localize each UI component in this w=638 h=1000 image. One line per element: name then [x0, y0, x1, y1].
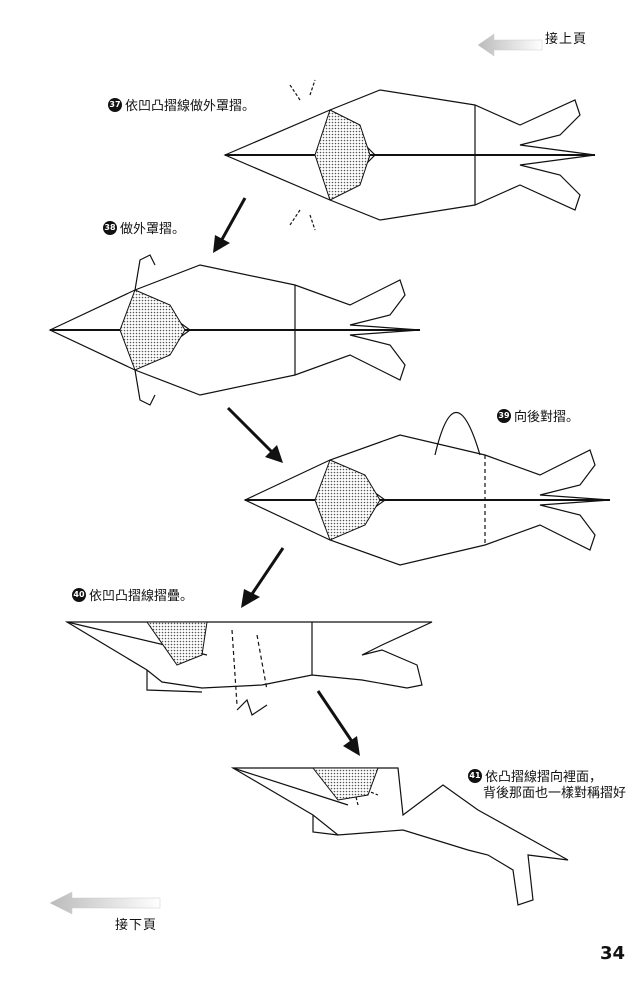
page-number: 34	[600, 943, 626, 964]
step-number: 38	[103, 220, 117, 235]
next-page-arrow-icon	[477, 33, 543, 57]
step-number: 41	[468, 768, 482, 783]
figure-step-38	[48, 254, 421, 406]
step-37: 37 依凹凸摺線做外罩摺。	[108, 95, 255, 114]
step-text: 向後對摺。	[514, 410, 580, 425]
step-41-line2: 背後那面也一樣對稱摺好	[483, 786, 627, 801]
step-41: 41 依凸摺線摺向裡面，	[468, 766, 602, 785]
figure-step-40	[64, 621, 433, 716]
step-40: 40 依凹凸摺線摺疊。	[72, 585, 193, 604]
figure-step-39	[243, 411, 611, 566]
figure-step-41	[230, 767, 569, 906]
arrow-down-left-icon	[241, 547, 285, 608]
arrow-down-left-icon	[213, 197, 247, 253]
next-page-label[interactable]: 接上頁	[545, 32, 588, 47]
step-text: 依凹凸摺線摺疊。	[89, 589, 194, 604]
figure-step-37	[223, 79, 596, 231]
shaded-fold	[311, 767, 379, 801]
arrow-down-right-icon	[316, 690, 360, 756]
arrow-down-right-icon	[226, 406, 283, 463]
step-number: 39	[497, 408, 511, 423]
step-number: 37	[108, 97, 122, 112]
step-38: 38 做外罩摺。	[103, 218, 185, 237]
prev-page-arrow-icon	[49, 891, 161, 915]
step-text: 依凹凸摺線做外罩摺。	[125, 99, 256, 114]
prev-page-label[interactable]: 接下頁	[115, 918, 158, 933]
shaded-fold	[314, 459, 381, 541]
shaded-fold	[119, 289, 186, 371]
shaded-fold	[314, 109, 371, 201]
shaded-fold	[146, 621, 208, 666]
step-number: 40	[72, 587, 86, 602]
step-text: 做外罩摺。	[120, 222, 186, 237]
step-text: 依凸摺線摺向裡面，	[485, 770, 603, 785]
step-39: 39 向後對摺。	[497, 406, 579, 425]
